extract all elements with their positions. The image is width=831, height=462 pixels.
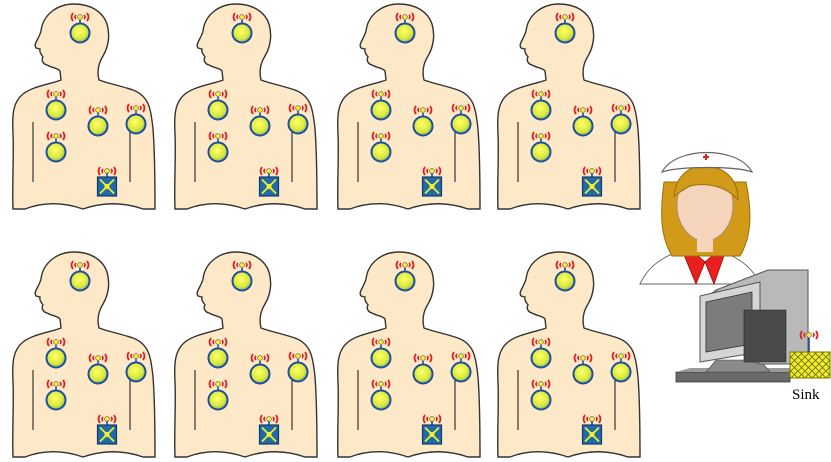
patient-4: [498, 4, 640, 209]
patient-7: [338, 252, 480, 457]
patient-5: [13, 252, 155, 457]
patient-8: [498, 252, 640, 457]
nurse-icon: [640, 153, 760, 285]
sink-label: Sink: [792, 387, 820, 403]
monitor-icon: [676, 270, 808, 382]
patient-2: [175, 4, 317, 209]
patient-6: [175, 252, 317, 457]
patient-3: [338, 4, 480, 209]
patient-1: [13, 4, 155, 209]
